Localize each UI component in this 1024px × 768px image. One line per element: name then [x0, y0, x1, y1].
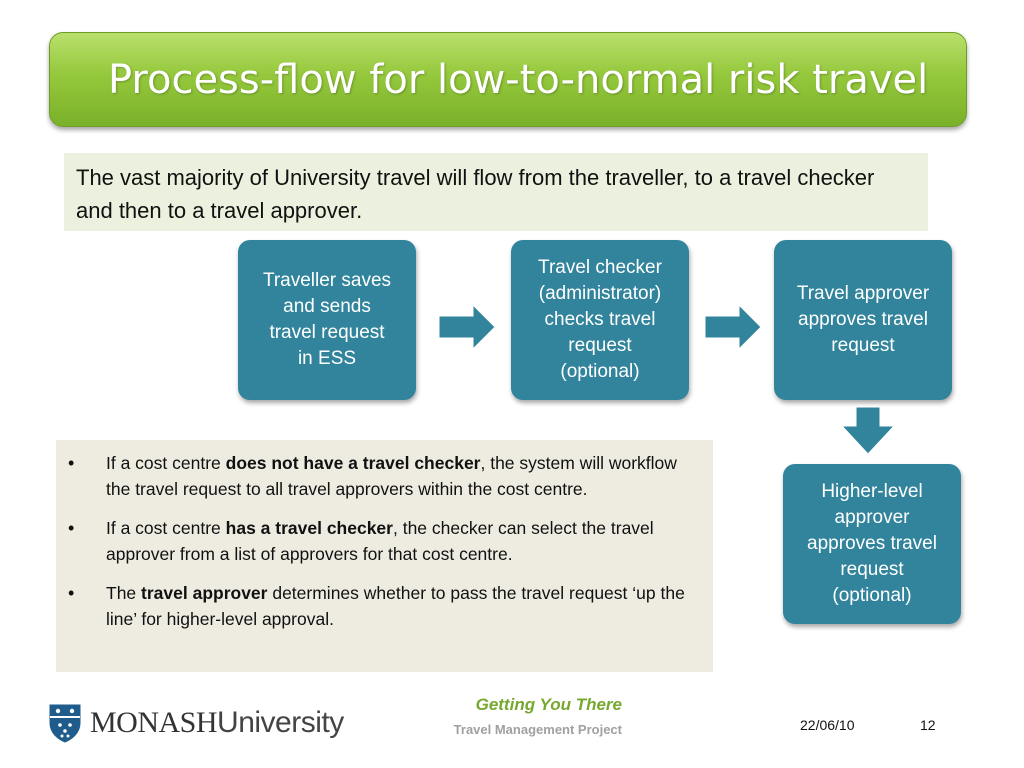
bullet-text: If a cost centre has a travel checker, t… — [106, 518, 654, 564]
page-number: 12 — [920, 717, 936, 733]
higher-approver-box: Higher-level approver approves travel re… — [783, 464, 961, 624]
approver-box: Travel approver approves travel request — [774, 240, 952, 400]
traveller-box: Traveller saves and sends travel request… — [238, 240, 416, 400]
monash-logo: MONASHUniversity — [48, 702, 388, 744]
slide-title: Process-flow for low-to-normal risk trav… — [108, 57, 929, 103]
arrow-down-icon — [840, 406, 896, 455]
arrow-right-icon — [438, 304, 496, 350]
bullet-item: • The travel approver determines whether… — [66, 580, 699, 632]
bullet-notes: • If a cost centre does not have a trave… — [56, 440, 713, 672]
project-name: Travel Management Project — [453, 722, 622, 737]
bullet-item: • If a cost centre does not have a trave… — [66, 450, 699, 502]
bullet-item: • If a cost centre has a travel checker,… — [66, 515, 699, 567]
bullet-text: The travel approver determines whether t… — [106, 583, 685, 629]
arrow-right-icon — [704, 304, 762, 350]
traveller-box-label: Traveller saves and sends travel request… — [262, 270, 392, 369]
bullet-dot: • — [68, 518, 75, 538]
checker-box-label: Travel checker (administrator) checks tr… — [538, 257, 662, 382]
checker-box: Travel checker (administrator) checks tr… — [511, 240, 689, 400]
bullet-dot: • — [68, 583, 75, 603]
bullet-dot: • — [68, 453, 75, 473]
higher-approver-box-label: Higher-level approver approves travel re… — [807, 481, 937, 606]
title-bar: Process-flow for low-to-normal risk trav… — [49, 32, 967, 127]
slide-date: 22/06/10 — [800, 717, 855, 733]
university-name: MONASHUniversity — [90, 706, 344, 739]
intro-text: The vast majority of University travel w… — [64, 153, 928, 231]
tagline: Getting You There — [475, 695, 622, 714]
crest-icon — [49, 704, 81, 743]
approver-box-label: Travel approver approves travel request — [796, 283, 930, 356]
bullet-text: If a cost centre does not have a travel … — [106, 453, 677, 499]
